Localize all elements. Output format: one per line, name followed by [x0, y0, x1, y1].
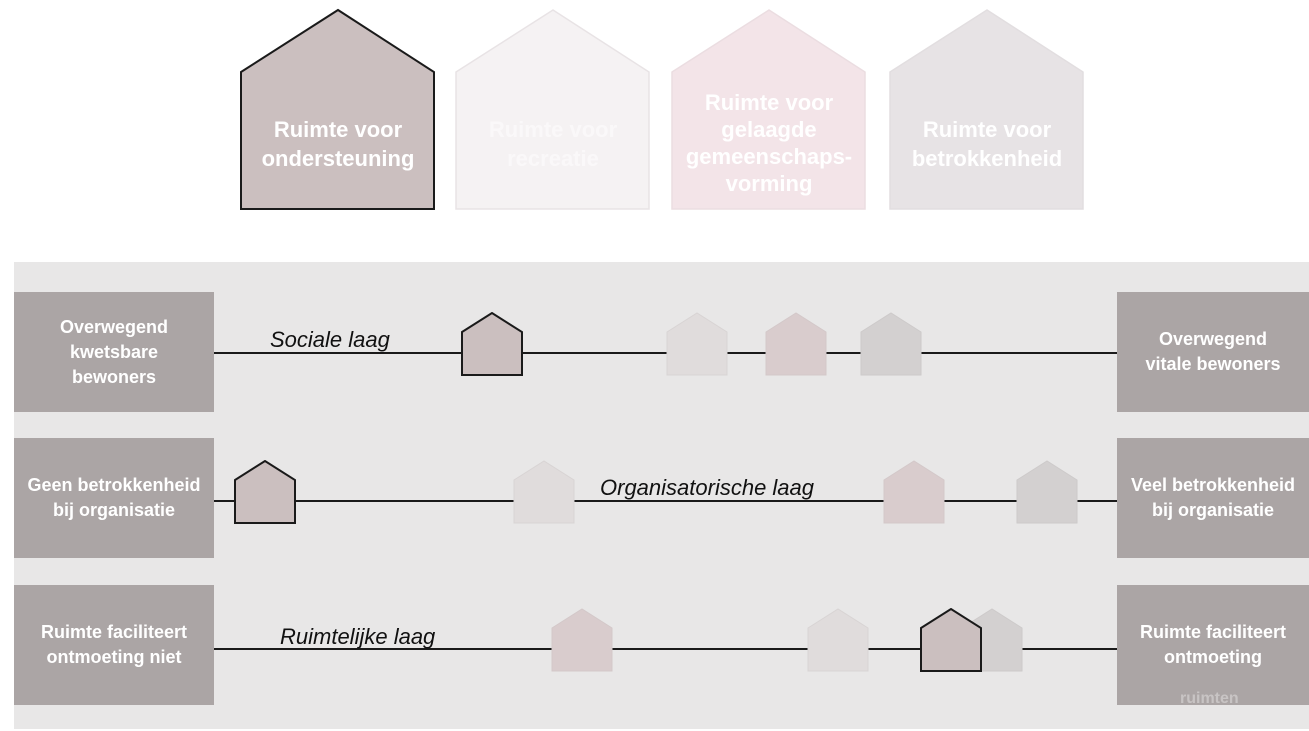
house-label: Ruimte voor betrokkenheid [911, 117, 1063, 171]
layer-line [214, 648, 1117, 650]
house-betrokkenheid: Ruimte voor betrokkenheid [889, 8, 1085, 212]
house-recreatie: Ruimte voor recreatie [455, 8, 651, 212]
house-marker-ondersteuning [234, 460, 296, 524]
house-icon [889, 9, 1084, 210]
house-label: Ruimte voor gelaagde gemeenschaps- vormi… [685, 90, 853, 196]
house-marker-gemeenschap [883, 460, 945, 524]
house-marker-recreatie [513, 460, 575, 524]
house-label: Ruimte voor recreatie [488, 117, 618, 171]
house-marker-gemeenschap [551, 608, 613, 672]
house-icon [671, 9, 866, 210]
layers-panel [14, 262, 1309, 729]
layer-label: Ruimtelijke laag [280, 624, 436, 649]
house-marker-betrokkenheid [860, 312, 922, 376]
layer-left-label: Ruimte faciliteert ontmoeting niet [14, 585, 214, 705]
house-marker-betrokkenheid [1016, 460, 1078, 524]
layer-right-label: Veel betrokkenheid bij organisatie [1117, 438, 1309, 558]
house-marker-recreatie [666, 312, 728, 376]
layer-right-label: Ruimte faciliteert ontmoeting [1117, 585, 1309, 705]
layer-label: Organisatorische laag [600, 475, 815, 500]
house-icon [240, 8, 435, 210]
layer-left-label: Overwegend kwetsbare bewoners [14, 292, 214, 412]
house-marker-ondersteuning [920, 608, 982, 672]
layer-line [214, 500, 1117, 502]
house-label: Ruimte voor ondersteuning [261, 117, 415, 171]
house-marker-gemeenschap [765, 312, 827, 376]
layer-right-label: Overwegend vitale bewoners [1117, 292, 1309, 412]
house-ondersteuning: Ruimte voor ondersteuning [240, 8, 436, 212]
house-icon [455, 9, 650, 210]
house-gemeenschap: Ruimte voor gelaagde gemeenschaps- vormi… [671, 8, 867, 212]
layer-left-label: Geen betrokkenheid bij organisatie [14, 438, 214, 558]
house-marker-ondersteuning [461, 312, 523, 376]
layer-label: Sociale laag [270, 327, 390, 352]
layer-line [214, 352, 1117, 354]
house-marker-recreatie [807, 608, 869, 672]
hidden-label: ruimten [1180, 690, 1239, 707]
